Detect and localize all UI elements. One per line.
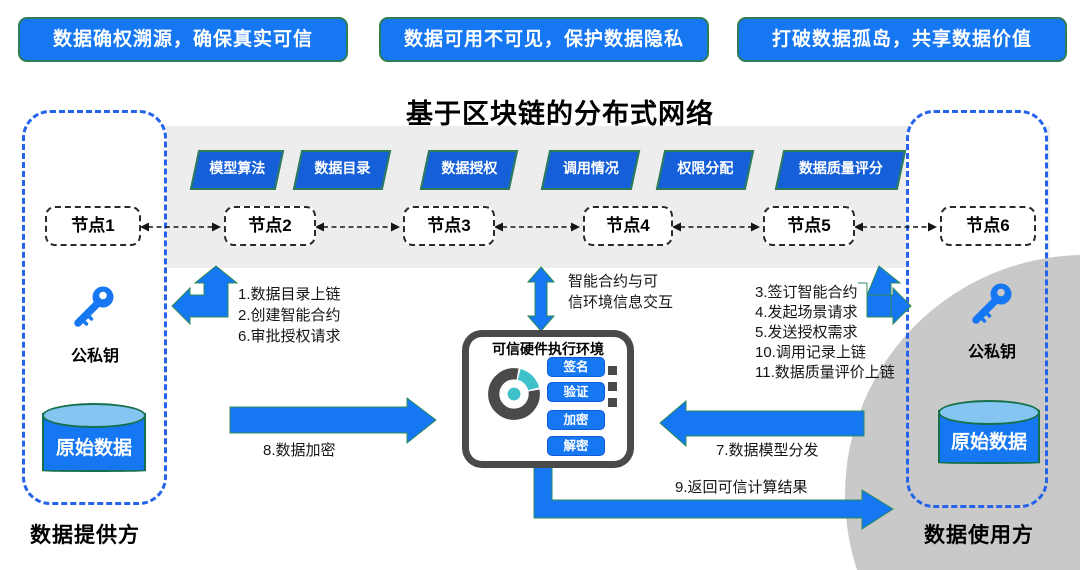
chip-square <box>608 366 617 375</box>
chip-square <box>618 390 627 399</box>
tee-button-decrypt: 解密 <box>547 436 605 456</box>
consumer-key-icon <box>972 283 1012 324</box>
provider-role-label: 数据提供方 <box>30 524 140 547</box>
tee-note-line1: 智能合约与可 <box>568 273 659 290</box>
banner-data-privacy: 数据可用不可见，保护数据隐私 <box>379 17 709 62</box>
tag-label: 调用情况 <box>562 160 619 176</box>
provider-key-label: 公私钥 <box>70 348 119 365</box>
blockchain-band <box>30 126 1050 268</box>
tee-gauge-icon <box>488 368 540 420</box>
step-2: 2.创建智能合约 <box>238 307 341 324</box>
consumer-raw-data-cylinder: 原始数据 <box>938 400 1040 464</box>
consumer-steps-note: 3.签订智能合约 4.发起场景请求 5.发送授权需求 10.调用记录上链 11.… <box>755 283 895 383</box>
provider-panel-border <box>22 110 167 505</box>
provider-raw-data-cylinder: 原始数据 <box>42 403 146 472</box>
node-1: 节点1 <box>45 206 141 246</box>
chip-square <box>618 406 627 415</box>
consumer-raw-data-label: 原始数据 <box>950 432 1027 453</box>
node-5: 节点5 <box>763 206 855 246</box>
tee-button-encrypt: 加密 <box>547 410 605 430</box>
chip-square <box>608 398 617 407</box>
cylinder-top <box>938 400 1040 425</box>
tag-permission-assignment: 权限分配 <box>655 150 755 190</box>
node-3: 节点3 <box>403 206 495 246</box>
tag-label: 模型算法 <box>209 160 266 176</box>
node-4: 节点4 <box>583 206 673 246</box>
encrypt-arrow <box>229 396 437 445</box>
step-1: 1.数据目录上链 <box>238 286 341 303</box>
step-5: 5.发送授权需求 <box>755 324 858 341</box>
provider-elbow-arrow <box>171 265 239 326</box>
banner-data-sharing: 打破数据孤岛，共享数据价值 <box>737 17 1067 62</box>
chip-square <box>618 358 627 367</box>
distribute-label: 7.数据模型分发 <box>716 442 819 459</box>
tee-button-sign: 签名 <box>547 357 605 377</box>
tag-model-algorithm: 模型算法 <box>189 150 285 190</box>
consumer-key-label: 公私钥 <box>967 344 1016 361</box>
step-6: 6.审批授权请求 <box>238 328 341 345</box>
cylinder-top <box>42 403 146 428</box>
banner-data-provenance: 数据确权溯源，确保真实可信 <box>18 17 348 62</box>
tee-note-line2: 信环境信息交互 <box>568 294 674 311</box>
provider-key-icon <box>74 286 114 327</box>
step-11: 11.数据质量评价上链 <box>755 364 895 381</box>
tag-data-quality-score: 数据质量评分 <box>774 150 907 190</box>
chip-square <box>608 382 617 391</box>
step-10: 10.调用记录上链 <box>755 344 866 361</box>
network-title: 基于区块链的分布式网络 <box>406 99 714 129</box>
result-label: 9.返回可信计算结果 <box>675 479 808 496</box>
tee-box: 可信硬件执行环境 签名 验证 加密 解密 <box>462 330 634 468</box>
tag-label: 数据授权 <box>441 160 498 176</box>
tag-data-authorization: 数据授权 <box>419 150 519 190</box>
encrypt-label: 8.数据加密 <box>263 442 336 459</box>
tee-title: 可信硬件执行环境 <box>492 341 604 357</box>
tee-button-verify: 验证 <box>547 382 605 402</box>
tee-chain-double-arrow <box>526 266 556 332</box>
step-4: 4.发起场景请求 <box>755 304 858 321</box>
tag-label: 权限分配 <box>677 160 734 176</box>
consumer-role-label: 数据使用方 <box>924 524 1034 547</box>
node-2: 节点2 <box>224 206 316 246</box>
node-6: 节点6 <box>940 206 1036 246</box>
chip-square <box>618 374 627 383</box>
tee-chain-note: 智能合约与可 信环境信息交互 <box>568 271 673 313</box>
provider-steps-note: 1.数据目录上链 2.创建智能合约 6.审批授权请求 <box>238 284 341 347</box>
tag-label: 数据目录 <box>314 160 371 176</box>
provider-raw-data-label: 原始数据 <box>55 438 132 459</box>
tag-call-records: 调用情况 <box>540 150 641 190</box>
step-3: 3.签订智能合约 <box>755 284 858 301</box>
tag-data-catalog: 数据目录 <box>292 150 392 190</box>
tag-label: 数据质量评分 <box>798 160 883 176</box>
